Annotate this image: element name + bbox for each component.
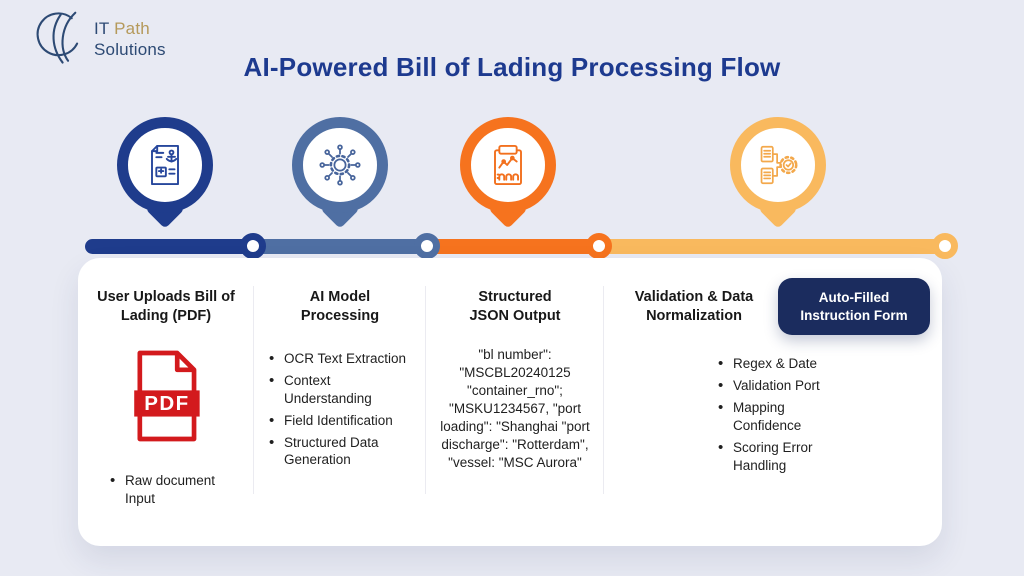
bullet-item: Mapping Confidence — [718, 398, 848, 435]
bullet-item: Scoring Error Handling — [718, 438, 848, 475]
marker-ring — [292, 117, 388, 213]
pdf-file-icon: PDF — [134, 350, 200, 442]
logo-line1: IT Path — [94, 19, 150, 38]
marker-ring — [117, 117, 213, 213]
timeline-node-3 — [586, 233, 612, 259]
bill-of-lading-document-icon — [151, 144, 179, 186]
timeline-segment-json — [428, 239, 600, 254]
bullet-list: OCR Text ExtractionContext Understanding… — [269, 349, 411, 470]
validation-header-row: Validation & Data Normalization Auto-Fil… — [604, 258, 942, 336]
auto-filled-form-button[interactable]: Auto-Filled Instruction Form — [778, 278, 930, 336]
bullet-item: Validation Port — [718, 376, 848, 396]
step-marker-json-output — [460, 117, 556, 229]
logo-swirl-icon — [36, 11, 79, 64]
content-card: User Uploads Bill of Lading (PDF) PDF Ra… — [78, 258, 942, 546]
timeline-segment-upload — [85, 239, 258, 254]
page-title: AI-Powered Bill of Lading Processing Flo… — [243, 52, 781, 82]
validation-documents-gear-icon — [760, 145, 798, 185]
timeline-segment-validation — [600, 239, 946, 254]
structured-report-chart-icon — [494, 144, 522, 186]
logo-line2: Solutions — [94, 40, 166, 59]
ai-model-gear-network-icon — [319, 144, 361, 186]
timeline-segment-ai — [258, 239, 428, 254]
pdf-badge-label: PDF — [144, 392, 189, 415]
bullet-item: Raw document Input — [110, 471, 232, 508]
column-upload: User Uploads Bill of Lading (PDF) PDF Ra… — [78, 258, 254, 546]
bullet-item: Regex & Date — [718, 354, 848, 374]
bullet-item: OCR Text Extraction — [269, 349, 411, 369]
column-title: Structured JSON Output — [469, 289, 561, 324]
logo-text: IT Path Solutions — [94, 18, 166, 60]
timeline-node-4 — [932, 233, 958, 259]
column-ai-processing: AI Model Processing OCR Text ExtractionC… — [254, 258, 426, 546]
column-validation: Validation & Data Normalization Auto-Fil… — [604, 258, 942, 546]
bullet-list: Raw document Input — [110, 471, 232, 508]
column-json-output: Structured JSON Output "bl number": "MSC… — [426, 258, 604, 546]
bullet-item: Context Understanding — [269, 371, 411, 408]
timeline-node-2 — [414, 233, 440, 259]
column-title: Validation & Data Normalization — [634, 289, 754, 324]
bullet-item: Field Identification — [269, 411, 411, 431]
company-logo: IT Path Solutions — [30, 10, 166, 68]
marker-ring — [460, 117, 556, 213]
step-marker-validation — [730, 117, 826, 229]
column-title: AI Model Processing — [300, 289, 380, 324]
step-marker-upload — [117, 117, 213, 229]
timeline-node-1 — [240, 233, 266, 259]
column-title: User Uploads Bill of Lading (PDF) — [97, 289, 235, 324]
bullet-list: Regex & DateValidation PortMapping Confi… — [718, 354, 848, 475]
bullet-item: Structured Data Generation — [269, 433, 411, 470]
json-output-text: "bl number": "MSCBL20240125 "container_r… — [440, 346, 590, 471]
step-marker-ai-processing — [292, 117, 388, 229]
marker-ring — [730, 117, 826, 213]
